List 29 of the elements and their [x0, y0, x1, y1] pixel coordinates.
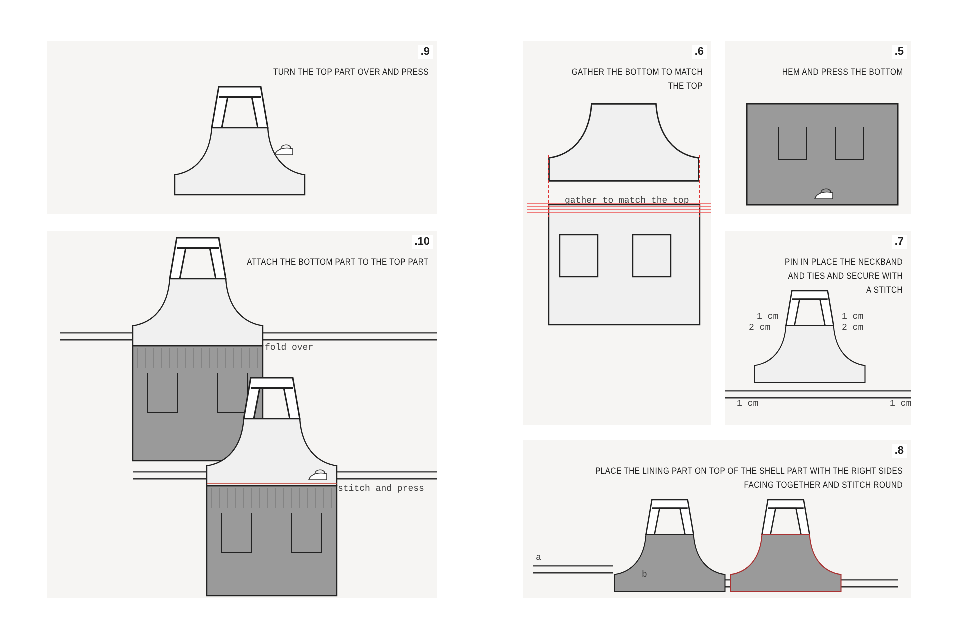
step-number: .5 [892, 45, 907, 59]
instruction-panel [725, 231, 911, 425]
step-number: .8 [892, 444, 907, 458]
annotation-text: stitch and press [338, 484, 424, 494]
instruction-text: TURN THE TOP PART OVER AND PRESS [273, 66, 429, 79]
measurement-label: 1 cm [757, 312, 779, 322]
annotation-text: fold over [265, 343, 314, 353]
instruction-text: HEM AND PRESS THE BOTTOM [782, 66, 903, 79]
point-label: b [642, 570, 648, 580]
instruction-text: PIN IN PLACE THE NECKBAND AND TIES AND SECURE WITH A STITCH [784, 256, 903, 297]
measurement-label: 1 cm [737, 399, 759, 409]
step-number: .6 [692, 45, 707, 59]
instruction-text: ATTACH THE BOTTOM PART TO THE TOP PART [247, 256, 429, 269]
annotation-text: gather to match the top [565, 196, 690, 206]
step-number: .7 [892, 235, 907, 249]
instruction-text: PLACE THE LINING PART ON TOP OF THE SHELL PART WITH THE RIGHT SIDES FACING TOGETHER AND STITCH ROUND [594, 465, 903, 492]
instruction-panel [523, 440, 911, 598]
instruction-panel [47, 231, 437, 598]
instruction-text: GATHER THE BOTTOM TO MATCH THE TOP [570, 66, 703, 93]
measurement-label: 1 cm [842, 312, 864, 322]
measurement-label: 1 cm [890, 399, 912, 409]
instruction-panel [523, 41, 711, 425]
measurement-label: 2 cm [749, 323, 771, 333]
measurement-label: 2 cm [842, 323, 864, 333]
step-number: .9 [418, 45, 433, 59]
instruction-panel [47, 41, 437, 214]
instruction-panel [725, 41, 911, 214]
point-label: a [536, 553, 542, 563]
step-number: .10 [412, 235, 433, 249]
